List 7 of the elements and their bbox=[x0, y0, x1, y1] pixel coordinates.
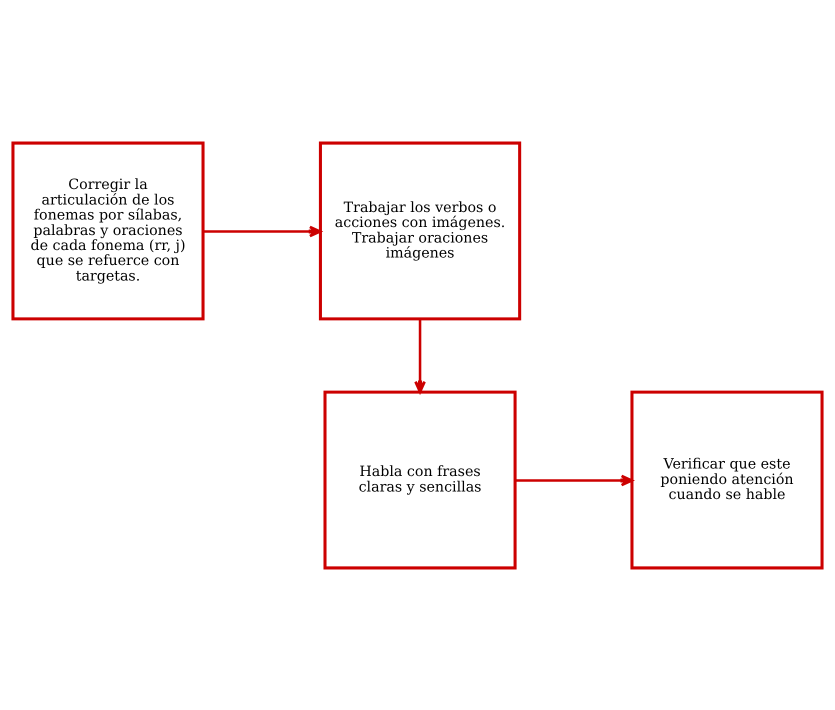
arrow bbox=[515, 474, 634, 486]
node-box: Trabajar los verbos o acciones con imágenes. Trabajar oraciones imágenes bbox=[318, 141, 522, 320]
node-box: Habla con frases claras y sencillas bbox=[323, 390, 517, 569]
node-box: Verificar que este poniendo atención cuando se hable bbox=[630, 390, 824, 569]
arrow bbox=[203, 225, 322, 237]
node-box: Corregir la articulación de los fonemas por sílabas, palabras y oraciones de cada fonema (rr, j) que se refuerce con targetas. bbox=[11, 141, 205, 320]
arrow bbox=[414, 318, 426, 393]
